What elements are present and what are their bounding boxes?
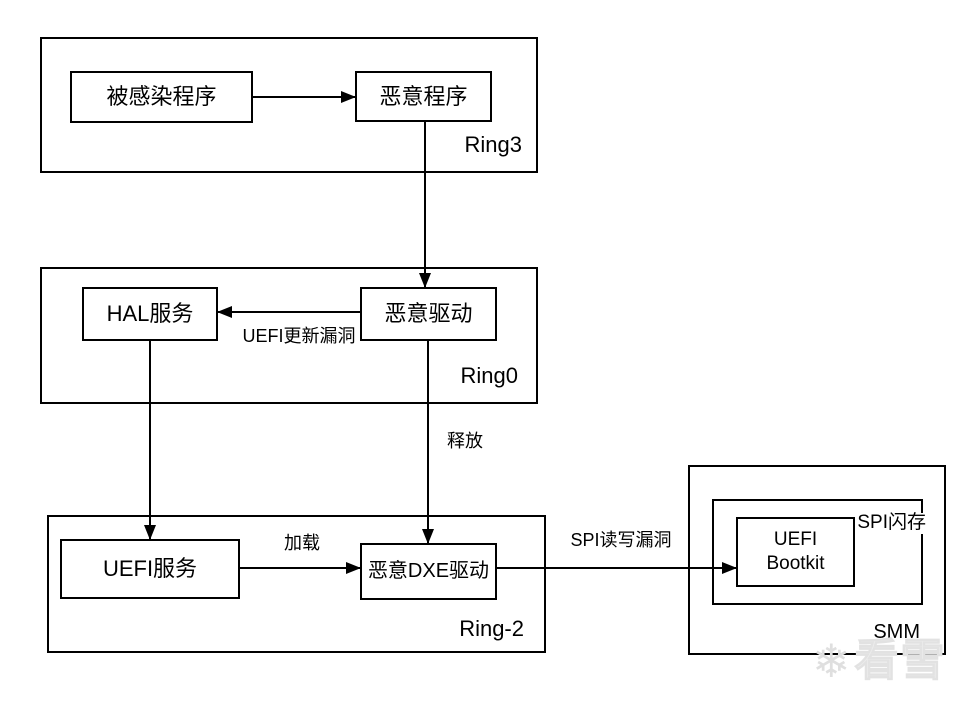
edge-label-release: 释放 — [445, 431, 485, 453]
group-smm-label: SMM — [873, 621, 920, 643]
node-uefi-service-label: UEFI服务 — [102, 556, 198, 582]
node-uefi-bootkit-line1: UEFI — [773, 529, 818, 551]
group-ring0-label: Ring0 — [460, 362, 518, 388]
node-uefi-bootkit: UEFI Bootkit — [736, 517, 855, 587]
edge-label-load: 加载 — [282, 533, 322, 555]
node-uefi-bootkit-line2: Bootkit — [766, 553, 825, 574]
group-spi-flash-label: SPI闪存 — [856, 512, 927, 534]
group-ring-minus-2: Ring-2 — [47, 515, 546, 653]
edge-label-spi-read-write-vulnerability: SPI读写漏洞 — [568, 530, 674, 552]
group-ring0: Ring0 — [40, 267, 538, 404]
node-malicious-program-label: 恶意程序 — [379, 83, 468, 109]
node-hal-service-label: HAL服务 — [106, 301, 194, 327]
group-smm: SMM — [688, 465, 946, 655]
group-spi-flash: SPI闪存 — [712, 499, 927, 605]
node-infected-program: 被感染程序 — [70, 71, 253, 123]
group-ring3: Ring3 — [40, 37, 538, 173]
node-malicious-driver-label: 恶意驱动 — [384, 301, 473, 327]
node-malicious-dxe-driver-label: 恶意DXE驱动 — [367, 560, 490, 582]
node-uefi-service: UEFI服务 — [60, 539, 240, 599]
node-malicious-program: 恶意程序 — [355, 71, 492, 122]
node-uefi-bootkit-label: UEFI Bootkit — [766, 528, 824, 576]
node-malicious-driver: 恶意驱动 — [360, 287, 497, 341]
edge-label-uefi-update-vulnerability: UEFI更新漏洞 — [240, 326, 358, 348]
group-ring-minus-2-label: Ring-2 — [459, 615, 524, 641]
node-infected-program-label: 被感染程序 — [106, 84, 217, 110]
node-malicious-dxe-driver: 恶意DXE驱动 — [360, 543, 497, 600]
group-ring3-label: Ring3 — [464, 131, 522, 157]
node-hal-service: HAL服务 — [82, 287, 218, 341]
